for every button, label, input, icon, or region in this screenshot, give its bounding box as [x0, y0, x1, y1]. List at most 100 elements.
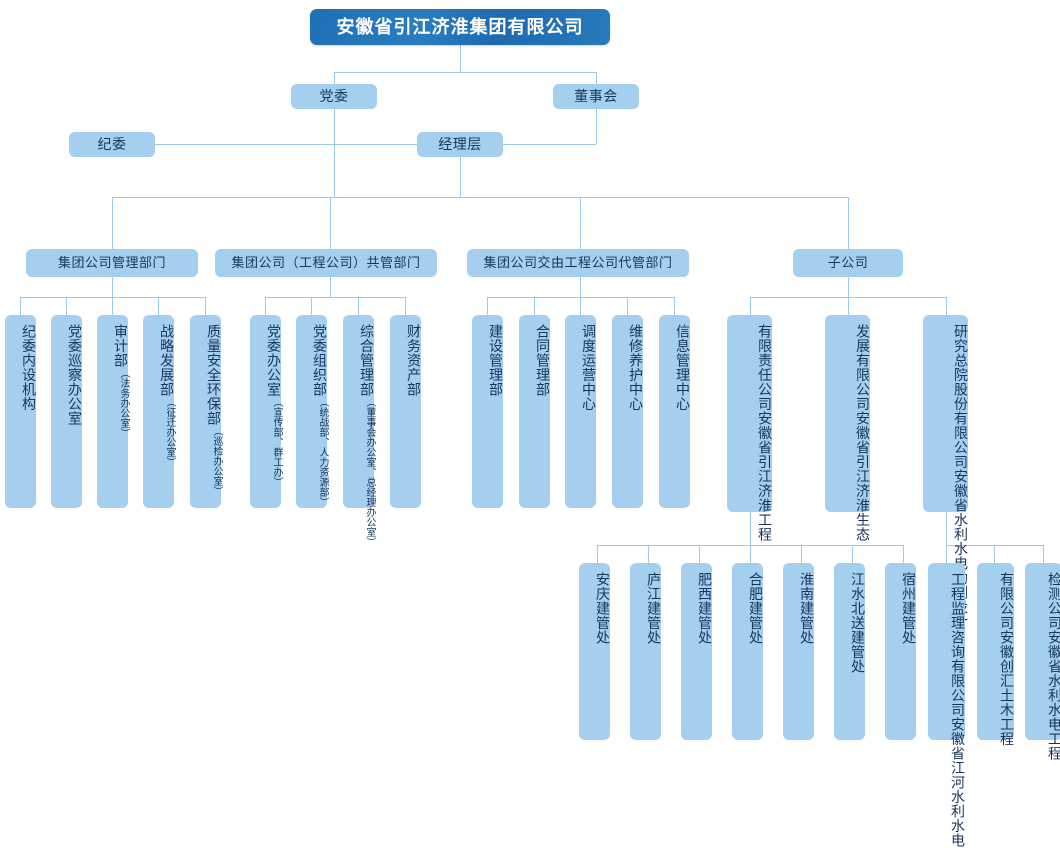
node-subsidiary-ecology-development[interactable]: 发展有限公司 安徽省引江济淮生态 — [825, 315, 871, 542]
node-party-committee[interactable]: 党委 — [291, 84, 377, 109]
connector-dongshihui-down — [596, 109, 597, 144]
node-dept-strategy-development[interactable]: 战略发展部 （征迁办公室） — [143, 315, 175, 508]
node-subsidiary-survey-design-institute[interactable]: 研究总院股份有限公司 安徽省水利水电勘测设计 — [923, 315, 969, 629]
connector-g1-down — [112, 277, 113, 297]
connector-g1-b3 — [112, 297, 113, 315]
node-subsidiary-jianghe-supervision[interactable]: 工程监理咨询有限公司 安徽省江河水利水电 — [928, 563, 966, 848]
node-label-main: 宿州建管处 — [901, 572, 917, 645]
connector-cat1-drop — [112, 197, 113, 249]
node-root-company[interactable]: 安徽省引江济淮集团有限公司 — [310, 9, 610, 45]
connector-g5-b2 — [648, 545, 649, 563]
connector-g4-b1 — [750, 297, 751, 315]
node-label-main: 党委办公室 — [266, 324, 282, 397]
node-label-sub: （统战部、人力资源部） — [317, 396, 328, 507]
node-office-hefei[interactable]: 合肥建管处 — [732, 563, 764, 740]
node-label-col2: 发展有限公司 — [855, 324, 871, 411]
node-dept-construction-management[interactable]: 建设管理部 — [472, 315, 504, 508]
node-dept-finance-assets[interactable]: 财务资产部 — [390, 315, 422, 508]
connector-g4-down — [848, 277, 849, 297]
node-dept-party-inspection-office[interactable]: 党委巡察办公室 — [51, 315, 83, 508]
node-dept-party-organization[interactable]: 党委组织部 （统战部、人力资源部） — [296, 315, 328, 508]
connector-g5-b3 — [699, 545, 700, 563]
node-label-main: 党委组织部 — [312, 324, 328, 397]
connector-level2-bus — [334, 72, 596, 73]
connector-g3-b4 — [627, 297, 628, 315]
node-dept-dispatch-operations-center[interactable]: 调度运营中心 — [565, 315, 597, 508]
node-label-col1: 安徽创汇土木工程 — [999, 630, 1015, 746]
node-label-col1: 安徽省水利水电工程 — [1047, 630, 1060, 761]
node-dept-information-center[interactable]: 信息管理中心 — [659, 315, 691, 508]
node-category-subsidiaries[interactable]: 子公司 — [793, 249, 903, 277]
node-label-main: 信息管理中心 — [675, 324, 691, 411]
node-dept-disciplinary-internal[interactable]: 纪委内设机构 — [5, 315, 37, 508]
node-office-feixi[interactable]: 肥西建管处 — [681, 563, 713, 740]
connector-dangwei-spine — [334, 109, 335, 197]
connector-g6-b1 — [946, 545, 947, 563]
node-office-suzhou[interactable]: 宿州建管处 — [885, 563, 917, 740]
node-label-main: 审计部 — [113, 324, 129, 368]
node-label-main: 综合管理部 — [359, 324, 375, 397]
connector-to-dangwei — [334, 72, 335, 84]
connector-g2-b3 — [358, 297, 359, 315]
node-dept-maintenance-center[interactable]: 维修养护中心 — [612, 315, 644, 508]
connector-g2-down — [330, 277, 331, 297]
connector-to-dongshihui — [596, 72, 597, 84]
node-label-main: 战略发展部 — [159, 324, 175, 397]
node-subsidiary-testing-company[interactable]: 检测公司 安徽省水利水电工程 — [1025, 563, 1060, 761]
connector-g5-b1 — [597, 545, 598, 563]
connector-g3-b3 — [580, 297, 581, 315]
node-discipline-committee[interactable]: 纪委 — [69, 132, 155, 157]
node-board-of-directors[interactable]: 董事会 — [553, 84, 639, 109]
node-management-layer[interactable]: 经理层 — [417, 132, 503, 157]
node-label-col2: 检测公司 — [1047, 572, 1060, 630]
node-label-sub: （宣传部、群工办） — [271, 396, 282, 487]
connector-g5-b6 — [852, 545, 853, 563]
node-category-delegated-management[interactable]: 集团公司交由工程公司代管部门 — [467, 249, 689, 277]
connector-g3-b5 — [674, 297, 675, 315]
node-dept-general-management[interactable]: 综合管理部 （董事会办公室、总经理办公室） — [343, 315, 375, 547]
node-label-col2: 有限公司 — [999, 572, 1015, 630]
node-label-col1: 安徽省江河水利水电 — [950, 717, 966, 848]
node-category-group-management[interactable]: 集团公司管理部门 — [26, 249, 198, 277]
connector-root-down — [460, 45, 461, 72]
node-office-huainan[interactable]: 淮南建管处 — [783, 563, 815, 740]
connector-cat2-drop — [330, 197, 331, 249]
node-label-col2: 研究总院股份有限公司 — [953, 324, 969, 469]
node-label-main: 合同管理部 — [535, 324, 551, 397]
node-label-main: 淮南建管处 — [799, 572, 815, 645]
node-dept-party-office[interactable]: 党委办公室 （宣传部、群工办） — [250, 315, 282, 508]
connector-g6-b3 — [1043, 545, 1044, 563]
node-label-sub: （法务办公室） — [118, 367, 129, 438]
connector-cat3-drop — [580, 197, 581, 249]
node-subsidiary-chuanghui-civil[interactable]: 有限公司 安徽创汇土木工程 — [977, 563, 1015, 746]
connector-g2-b4 — [405, 297, 406, 315]
node-label-main: 建设管理部 — [488, 324, 504, 397]
connector-cat4-drop — [848, 197, 849, 249]
connector-g6-down — [946, 512, 947, 545]
connector-g1-b2 — [66, 297, 67, 315]
node-category-joint-management[interactable]: 集团公司（工程公司）共管部门 — [215, 249, 437, 277]
connector-g1-b1 — [20, 297, 21, 315]
node-label-main: 肥西建管处 — [697, 572, 713, 645]
node-dept-quality-safety-environment[interactable]: 质量安全环保部 （巡检办公室） — [190, 315, 222, 508]
connector-g5-down — [750, 512, 751, 545]
connector-g4-b3 — [946, 297, 947, 315]
node-label-main: 质量安全环保部 — [206, 324, 222, 426]
node-office-lujiang[interactable]: 庐江建管处 — [630, 563, 662, 740]
node-label-sub: （董事会办公室、总经理办公室） — [364, 396, 375, 547]
node-dept-audit[interactable]: 审计部 （法务办公室） — [97, 315, 129, 508]
node-office-north-water-transfer[interactable]: 江水北送建管处 — [834, 563, 866, 740]
connector-g3-b1 — [487, 297, 488, 315]
node-label-sub: （巡检办公室） — [211, 425, 222, 496]
node-label-main: 调度运营中心 — [581, 324, 597, 411]
node-label-col2: 工程监理咨询有限公司 — [950, 572, 966, 717]
node-label-main: 江水北送建管处 — [850, 572, 866, 674]
connector-g1-b5 — [205, 297, 206, 315]
connector-g5-b5 — [801, 545, 802, 563]
connector-g6-b2 — [994, 545, 995, 563]
node-label-main: 纪委内设机构 — [21, 324, 37, 411]
node-subsidiary-engineering-llc[interactable]: 有限责任公司 安徽省引江济淮工程 — [727, 315, 773, 542]
node-dept-contract-management[interactable]: 合同管理部 — [519, 315, 551, 508]
node-label-main: 庐江建管处 — [646, 572, 662, 645]
node-office-anqing[interactable]: 安庆建管处 — [579, 563, 611, 740]
